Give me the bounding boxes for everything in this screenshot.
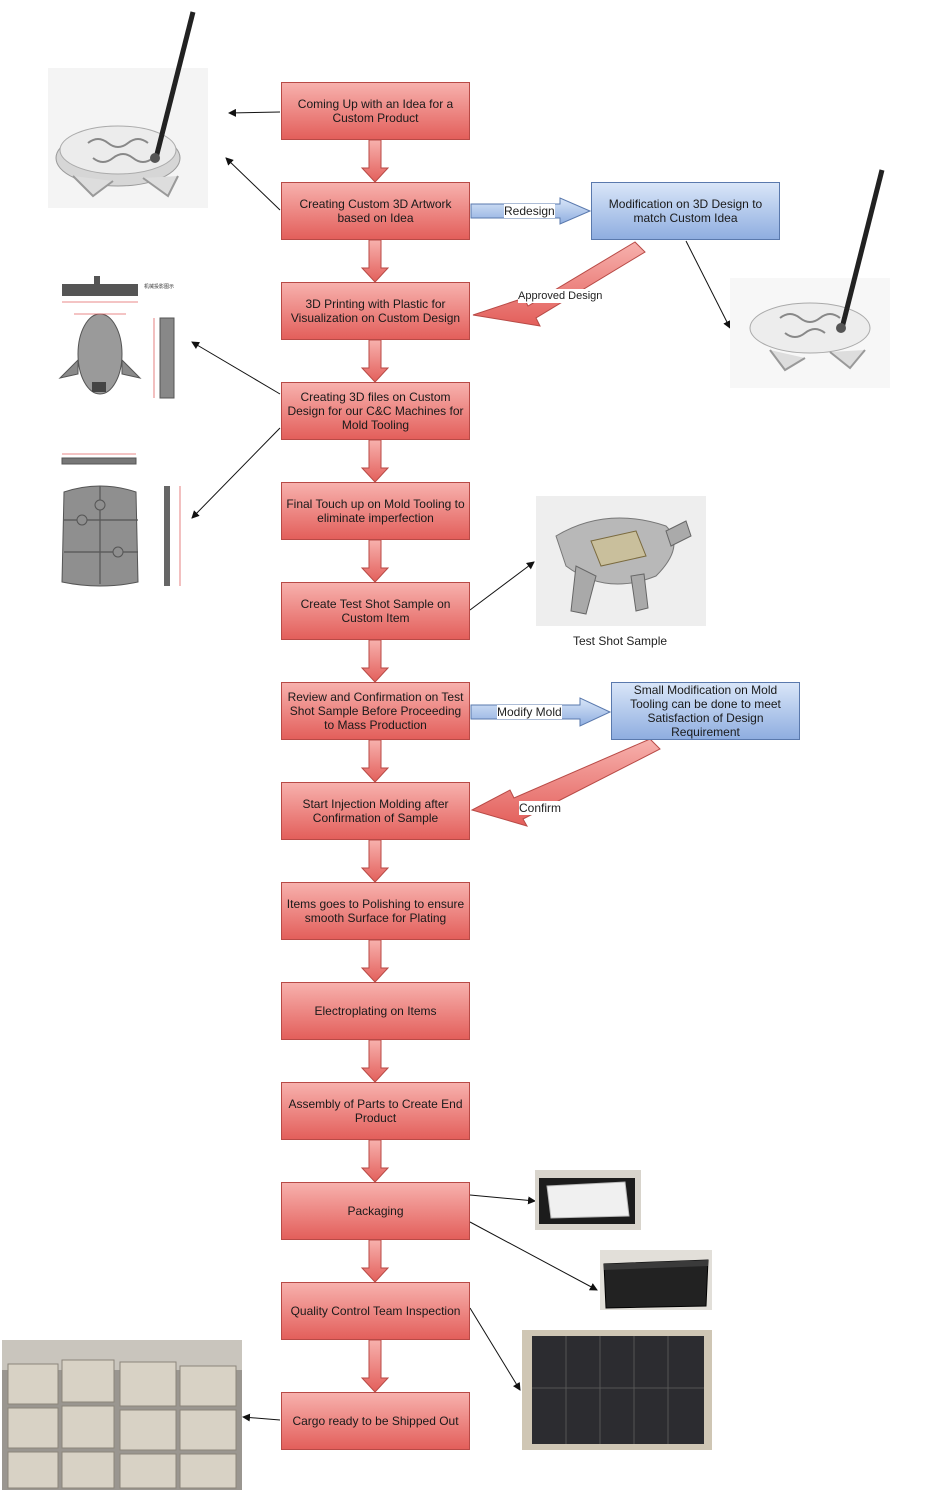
- arrow-packaging-to-photo2: [469, 1221, 598, 1291]
- label-approved-design: Approved Design: [518, 289, 603, 303]
- approved-design-arrow: [472, 241, 646, 327]
- test-shot-sample-photo: [536, 496, 706, 626]
- step-final-touch: Final Touch up on Mold Tooling to elimin…: [281, 482, 470, 540]
- step-3d-files: Creating 3D files on Custom Design for o…: [281, 382, 470, 440]
- caption-test-shot-sample: Test Shot Sample: [573, 634, 668, 648]
- step-packaging: Packaging: [281, 1182, 470, 1240]
- arrow-qc-to-photo: [469, 1307, 521, 1391]
- step-electroplating: Electroplating on Items: [281, 982, 470, 1040]
- label-confirm: Confirm: [519, 801, 562, 815]
- step-review: Review and Confirmation on Test Shot Sam…: [281, 682, 470, 740]
- flow-arrows-down: [360, 139, 390, 1393]
- arrow-artwork-to-image: [225, 157, 281, 211]
- label-modify-mold: Modify Mold: [497, 705, 562, 719]
- flow-arrow-step-5-to-6: [360, 539, 390, 583]
- technical-drawing-puzzle-image: [61, 453, 181, 587]
- confirm-arrow: [470, 738, 661, 827]
- step-3d-printing: 3D Printing with Plastic for Visualizati…: [281, 282, 470, 340]
- arrow-3dfiles-to-drawing2: [191, 427, 281, 519]
- cargo-cartons-photo: [2, 1340, 242, 1490]
- pen-holder-render-image: [48, 11, 208, 208]
- technical-drawing-airplane-image: 机械投影图示: [58, 276, 175, 399]
- modified-pen-holder-render-image: [730, 169, 890, 388]
- flow-arrow-step-9-to-10: [360, 939, 390, 983]
- label-redesign: Redesign: [504, 204, 555, 218]
- step-cargo-shipped: Cargo ready to be Shipped Out: [281, 1392, 470, 1450]
- flow-arrow-step-10-to-11: [360, 1039, 390, 1083]
- flow-arrow-step-12-to-13: [360, 1239, 390, 1283]
- flow-arrow-step-3-to-4: [360, 339, 390, 383]
- flow-arrow-step-8-to-9: [360, 839, 390, 883]
- flow-arrow-step-13-to-14: [360, 1339, 390, 1393]
- flow-arrow-step-11-to-12: [360, 1139, 390, 1183]
- step-polishing: Items goes to Polishing to ensure smooth…: [281, 882, 470, 940]
- flow-arrow-step-6-to-7: [360, 639, 390, 683]
- arrow-idea-to-image: [228, 108, 281, 117]
- side-box-modification-3d: Modification on 3D Design to match Custo…: [591, 182, 780, 240]
- packaging-box-closed-photo: [600, 1250, 712, 1310]
- flow-arrow-step-7-to-8: [360, 739, 390, 783]
- step-idea: Coming Up with an Idea for a Custom Prod…: [281, 82, 470, 140]
- flow-arrow-step-4-to-5: [360, 439, 390, 483]
- arrow-packaging-to-photo1: [469, 1194, 536, 1205]
- step-3d-artwork: Creating Custom 3D Artwork based on Idea: [281, 182, 470, 240]
- step-quality-control: Quality Control Team Inspection: [281, 1282, 470, 1340]
- side-box-mold-modification: Small Modification on Mold Tooling can b…: [611, 682, 800, 740]
- step-injection-molding: Start Injection Molding after Confirmati…: [281, 782, 470, 840]
- arrow-cargo-to-photo: [242, 1413, 281, 1422]
- svg-text:机械投影图示: 机械投影图示: [144, 283, 174, 290]
- flow-arrow-step-1-to-2: [360, 139, 390, 183]
- flow-arrow-step-2-to-3: [360, 239, 390, 283]
- arrow-modification-to-image: [685, 240, 731, 329]
- quality-control-boxes-photo: [522, 1330, 712, 1450]
- arrow-testshot-to-photo: [469, 561, 535, 611]
- step-assembly: Assembly of Parts to Create End Product: [281, 1082, 470, 1140]
- packaging-box-open-photo: [535, 1170, 641, 1230]
- arrow-3dfiles-to-drawing1: [191, 341, 281, 395]
- step-test-shot: Create Test Shot Sample on Custom Item: [281, 582, 470, 640]
